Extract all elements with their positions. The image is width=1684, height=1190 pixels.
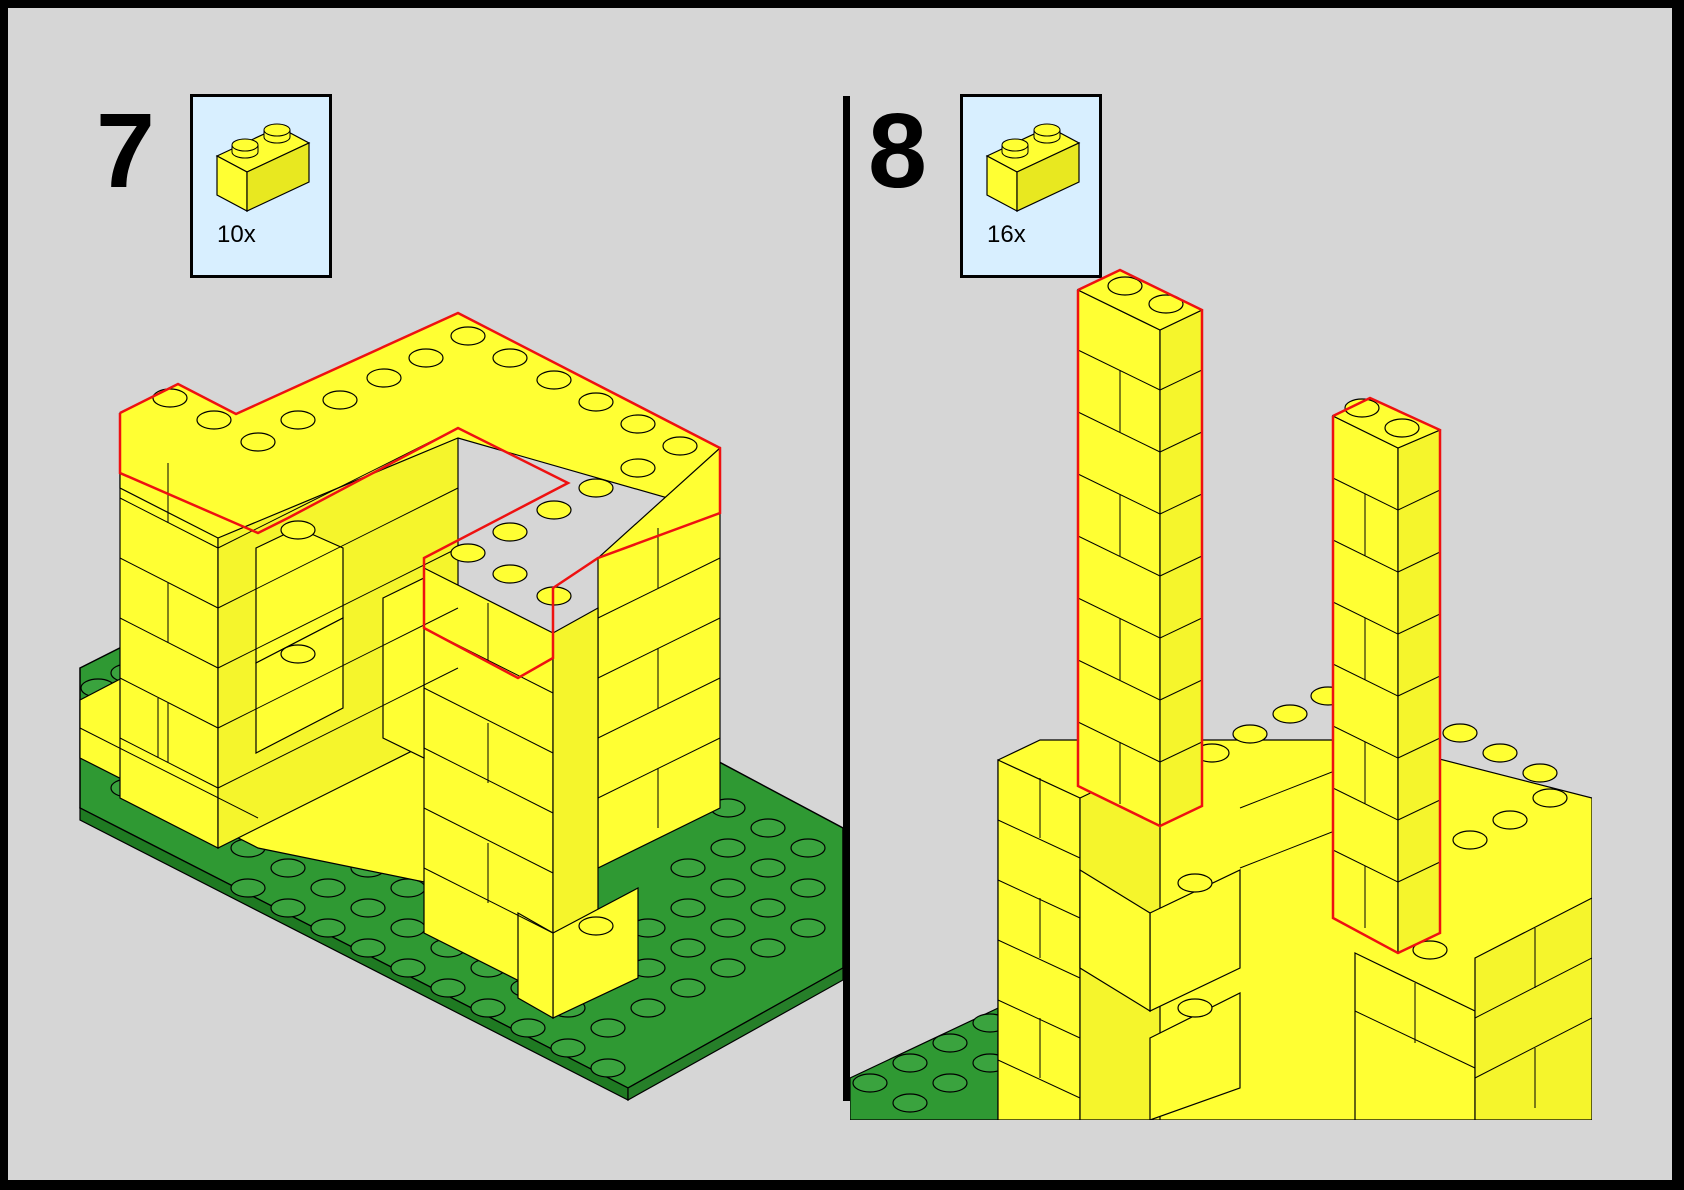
yellow-brick-structure (79, 312, 721, 1020)
parts-callout-step-7: 10x (190, 94, 332, 278)
yellow-2x1-brick-icon (985, 123, 1081, 212)
part-quantity-step-8: 16x (987, 221, 1026, 248)
step-number-7: 7 (96, 92, 155, 210)
new-column-left-outline (1076, 268, 1204, 828)
new-column-left (1076, 269, 1204, 827)
part-quantity-step-7: 10x (217, 221, 256, 248)
instruction-page: 7 10x (8, 8, 1672, 1180)
parts-callout-step-8: 16x (960, 94, 1102, 278)
step-number-8: 8 (868, 92, 927, 210)
step-7-illustration (79, 311, 843, 1102)
new-column-right-outline (1331, 396, 1442, 955)
step-8-illustration (850, 268, 1592, 1120)
yellow-2x1-brick-icon (215, 123, 311, 212)
new-column-right (1331, 397, 1442, 955)
new-bricks-highlight (118, 311, 722, 680)
step-divider (843, 96, 850, 1101)
